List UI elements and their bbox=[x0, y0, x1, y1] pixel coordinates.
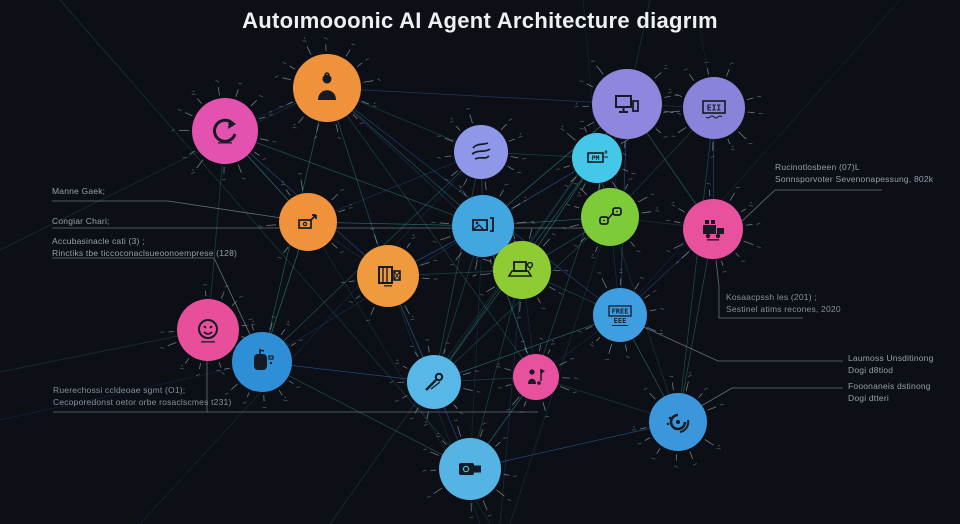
pm-screen-node: PM M bbox=[572, 133, 622, 183]
callout-text: Sestinel atims recones, 2020 bbox=[726, 304, 841, 314]
eii-module-node: EII bbox=[683, 77, 745, 139]
scribble-module-node bbox=[454, 125, 508, 179]
wrench-icon bbox=[425, 372, 444, 391]
svg-text:EII: EII bbox=[707, 104, 722, 113]
camera-module-node bbox=[439, 438, 501, 500]
truck-icon bbox=[703, 220, 724, 241]
image-frame-icon bbox=[472, 217, 494, 232]
callout-text: Sonnsporvoter Sevenonapessung, 802k bbox=[775, 174, 934, 184]
text-eii-icon: EII bbox=[702, 100, 726, 119]
callout-left-2: Congiar Chari; bbox=[52, 215, 110, 227]
package-icon bbox=[378, 266, 401, 287]
callout-text: Dogi dtteri bbox=[848, 393, 889, 403]
image-frame-module-node bbox=[452, 195, 514, 257]
face-icon bbox=[198, 319, 218, 343]
laptop-leaf-icon bbox=[507, 261, 534, 277]
callout-text: Rinctiks tbe ticcoconaclsueoonoemprese (… bbox=[52, 248, 238, 258]
svg-text:M: M bbox=[605, 150, 608, 156]
callout-right-3: Laumoss Unsditinong Dogi d8tiod bbox=[848, 352, 934, 376]
monitor-icon bbox=[615, 95, 639, 113]
scribble-icon bbox=[471, 142, 491, 160]
callout-text: Fooonaneis dstinong bbox=[848, 381, 931, 391]
callout-text: Ruerechossi ccldeoae sgmt (O1); bbox=[53, 385, 186, 395]
chat-link-module-node bbox=[581, 188, 639, 246]
laptop-module-node bbox=[493, 241, 551, 299]
svg-text:PM: PM bbox=[592, 154, 600, 162]
callout-text: Cecoporedonst oetor orbe rosaclscmes t23… bbox=[53, 397, 232, 407]
gear-spiral-icon bbox=[666, 413, 690, 433]
callout-right-1: Rucinotlosbeen (07)L Sonnsporvoter Seven… bbox=[775, 161, 933, 185]
truck-module-node bbox=[683, 199, 743, 259]
package-module-node bbox=[357, 245, 419, 307]
callout-text: Congiar Chari; bbox=[52, 216, 110, 226]
callout-left-3: Accubasinacle cati (3) ; Rinctiks tbe ti… bbox=[52, 235, 237, 259]
camera-arrow-icon bbox=[298, 214, 317, 229]
callout-text: Accubasinacle cati (3) ; bbox=[52, 236, 145, 246]
chat-link-icon bbox=[599, 207, 622, 225]
camera-arrow-module-node bbox=[279, 193, 337, 251]
person-agent-node bbox=[293, 54, 361, 122]
monitor-module-node bbox=[592, 69, 662, 139]
wrench-module-node bbox=[407, 355, 461, 409]
callout-right-2: Kosaacpssh les (201) ; Sestinel atims re… bbox=[726, 291, 841, 315]
face-module-node bbox=[177, 299, 239, 361]
pm-screen-icon: PM M bbox=[587, 150, 608, 163]
callout-text: Kosaacpssh les (201) ; bbox=[726, 292, 817, 302]
refresh-icon bbox=[213, 118, 237, 144]
node-tick-marks bbox=[160, 37, 763, 519]
callout-text: Dogi d8tiod bbox=[848, 365, 894, 375]
camera-icon bbox=[459, 463, 481, 475]
robot-icon bbox=[254, 348, 274, 370]
refresh-agent-node bbox=[192, 98, 258, 164]
background-rays bbox=[0, 0, 901, 524]
person-icon bbox=[318, 72, 336, 100]
callout-text: Manne Gaek; bbox=[52, 186, 106, 196]
gear-module-node bbox=[649, 393, 707, 451]
callout-left-1: Manne Gaek; bbox=[52, 185, 105, 197]
person-flag-icon bbox=[528, 369, 545, 385]
callout-right-4: Fooonaneis dstinong Dogi dtteri bbox=[848, 380, 931, 404]
diagram-title: Autoımooonic AI Agent Architecture diagr… bbox=[242, 8, 718, 33]
person-flag-module-node bbox=[513, 354, 559, 400]
svg-text:EEE: EEE bbox=[614, 317, 627, 325]
callout-text: Laumoss Unsditinong bbox=[848, 353, 934, 363]
robot-module-node bbox=[232, 332, 292, 392]
callout-left-4: Ruerechossi ccldeoae sgmt (O1); Cecopore… bbox=[53, 384, 232, 408]
callout-text: Rucinotlosbeen (07)L bbox=[775, 162, 860, 172]
svg-text:FREE: FREE bbox=[612, 308, 629, 316]
